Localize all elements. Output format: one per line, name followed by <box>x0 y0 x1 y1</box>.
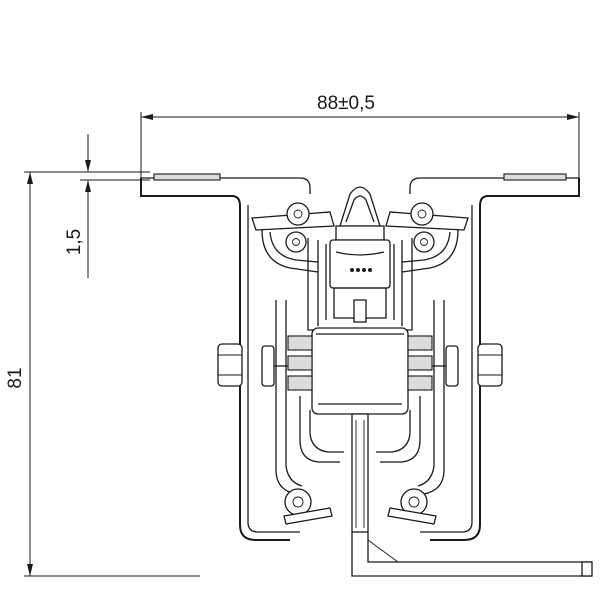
left-lower-link <box>299 396 340 463</box>
handle-end-cap <box>581 561 593 577</box>
spacer-right-mid <box>407 355 433 371</box>
linkage-right <box>376 229 459 495</box>
bracket-right-top <box>409 177 579 194</box>
handle-inner <box>367 532 592 563</box>
dot-1 <box>350 268 354 272</box>
mounting-bracket <box>140 173 580 541</box>
roller-top-left <box>285 202 310 253</box>
central-top-cam <box>335 186 385 241</box>
bolt-head-left <box>261 345 275 387</box>
arrowhead-top <box>85 160 91 172</box>
arrowhead-right <box>567 114 579 120</box>
spacer-left-top <box>287 335 313 351</box>
shaft-body <box>351 413 369 533</box>
dot-4 <box>368 268 372 272</box>
shaft <box>351 413 369 533</box>
arrowhead-bottom <box>85 180 91 192</box>
nut-right <box>477 343 503 387</box>
dot-3 <box>362 268 366 272</box>
carriage-top <box>329 239 391 289</box>
center-block-body <box>311 327 409 415</box>
side-spacers <box>274 335 446 391</box>
spacer-right-bottom <box>407 375 433 391</box>
height-dimension-label: 81 <box>5 367 26 388</box>
roller-bottom-left <box>283 488 333 525</box>
bolt-heads <box>261 345 459 387</box>
arrowhead-height-bottom <box>27 564 33 576</box>
bolt-head-right <box>445 345 459 387</box>
spacer-right-top <box>407 335 433 351</box>
right-upper-arm <box>401 229 459 273</box>
left-flange-plate <box>153 173 221 181</box>
spacer-left-bottom <box>287 375 313 391</box>
roller-top-right <box>410 202 435 253</box>
thickness-dimension-label: 1,5 <box>64 229 85 255</box>
dimension-height: 81 <box>5 171 200 577</box>
left-upper-arm <box>261 229 319 273</box>
dimension-width: 88±0,5 <box>140 93 580 178</box>
spacer-left-mid <box>287 355 313 371</box>
width-dimension-label: 88±0,5 <box>317 93 375 114</box>
right-lower-link <box>380 396 421 463</box>
bracket-left-inner <box>247 205 300 533</box>
handle-bar <box>351 532 593 577</box>
bracket-left-outer <box>140 178 290 541</box>
roller-bottom-right <box>387 488 437 525</box>
bracket-left-top <box>141 177 311 194</box>
right-flange-plate <box>503 173 567 181</box>
handle-outer <box>351 532 592 577</box>
bracket-right-inner <box>420 205 473 533</box>
dot-2 <box>356 268 360 272</box>
arrowhead-left <box>141 114 153 120</box>
nut-left <box>217 343 243 387</box>
arrowhead-height-top <box>27 172 33 184</box>
top-cam-outer <box>339 186 381 227</box>
central-block <box>311 327 409 415</box>
upper-carriage <box>329 239 391 323</box>
dimension-thickness: 1,5 <box>64 134 150 278</box>
center-pin <box>353 299 367 323</box>
right-side-rail <box>423 300 445 495</box>
bracket-right-outer <box>430 178 580 541</box>
